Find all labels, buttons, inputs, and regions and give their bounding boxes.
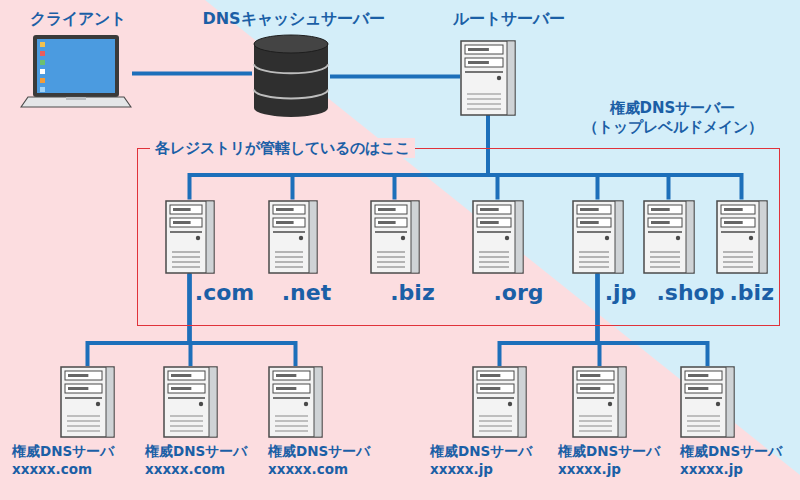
server-label: クライアント: [18, 8, 138, 30]
server-icon: [268, 366, 323, 438]
server-icon: [268, 200, 318, 274]
server-label: xxxxx.jp: [680, 460, 797, 478]
server-node: .org: [472, 200, 566, 308]
server-label: ルートサーバー: [438, 8, 580, 30]
tld-label: .com: [165, 278, 285, 308]
server-icon: [165, 200, 215, 274]
server-icon: [472, 200, 524, 274]
blue-ground: [205, 0, 800, 475]
server-icon: [572, 200, 624, 274]
server-node: 権威DNSサーバxxxxx.jp: [558, 366, 678, 478]
server-node: .biz: [716, 200, 792, 308]
server-label: 権威DNSサーバ: [680, 442, 797, 460]
network-link: [330, 75, 460, 79]
tld-label: .jp: [572, 278, 670, 308]
server-node: 権威DNSサーバxxxxx.jp: [680, 366, 797, 478]
server-icon: [460, 40, 516, 116]
tld-label: .org: [472, 278, 566, 308]
server-icon: [472, 366, 527, 438]
tld-label: .net: [268, 278, 346, 308]
network-link: [88, 274, 190, 367]
server-node: ルートサーバー: [438, 8, 580, 116]
server-label: DNSキャッシュサーバー: [180, 8, 407, 30]
server-icon: [643, 200, 695, 274]
server-label: 権威DNSサーバ: [12, 442, 132, 460]
laptop-icon: [20, 34, 132, 110]
server-node: 権威DNSサーバxxxxx.com: [12, 366, 132, 478]
server-node: 権威DNSサーバxxxxx.com: [145, 366, 265, 478]
server-icon: [60, 366, 115, 438]
tld-label: .shop: [643, 278, 739, 308]
server-icon: [163, 366, 218, 438]
server-node: 権威DNSサーバxxxxx.jp: [430, 366, 550, 478]
server-node: .net: [268, 200, 346, 308]
server-node: 権威DNSサーバxxxxx.com: [268, 366, 388, 478]
server-icon: [370, 200, 420, 274]
network-link: [488, 116, 598, 200]
server-label: 権威DNSサーバ: [268, 442, 388, 460]
tld-label: .biz: [716, 278, 792, 308]
server-label: 権威DNSサーバ: [430, 442, 550, 460]
registry-region: 各レジストリが管轄しているのはここ.com.net.biz.org.jp.sho…: [137, 148, 780, 326]
server-label: xxxxx.jp: [430, 460, 550, 478]
tld-label: .biz: [370, 278, 456, 308]
tld-caption: 権威DNSサーバー （トップレベルドメイン）: [565, 99, 780, 137]
client-node: クライアント: [18, 8, 138, 110]
server-label: xxxxx.jp: [558, 460, 678, 478]
server-label: xxxxx.com: [145, 460, 265, 478]
server-icon: [572, 366, 627, 438]
server-node: .biz: [370, 200, 456, 308]
server-label: 権威DNSサーバ: [558, 442, 678, 460]
server-label: 権威DNSサーバ: [145, 442, 265, 460]
server-icon: [716, 200, 768, 274]
region-title: 各レジストリが管轄しているのはここ: [150, 138, 415, 158]
server-label: xxxxx.com: [12, 460, 132, 478]
server-node: DNSキャッシュサーバー: [180, 8, 407, 118]
server-label: xxxxx.com: [268, 460, 388, 478]
network-link: [132, 72, 252, 76]
server-node: .com: [165, 200, 285, 308]
db-icon: [252, 34, 330, 118]
server-icon: [680, 366, 735, 438]
